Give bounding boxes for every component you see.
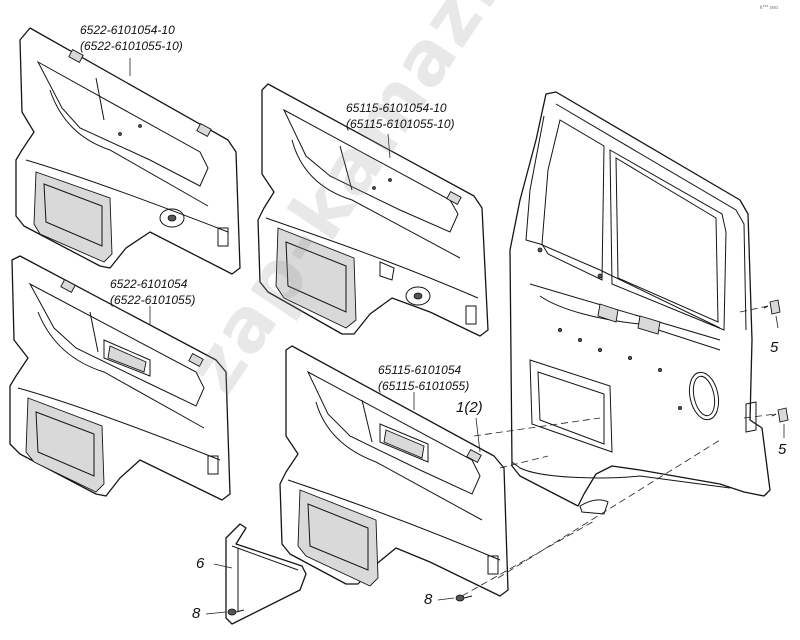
callout-1-2: 1(2) [456, 399, 483, 416]
label-bottom-middle-code-2: (65115-6101055) [378, 379, 470, 393]
leader-1-2 [475, 417, 481, 453]
assembly-line-2 [499, 455, 549, 469]
assembly-line-5 [739, 305, 769, 313]
label-bottom-left-code-1: 6522-6101054 [110, 277, 188, 291]
screw-8-right [455, 594, 473, 602]
label-top-left-code-1: 6522-6101054-10 [80, 23, 175, 37]
corner-mark: k*** ooo [760, 5, 779, 11]
label-top-middle-code-2: (65115-6101055-10) [346, 117, 455, 131]
leader-top-middle [387, 133, 391, 159]
label-top-middle-code-1: 65115-6101054-10 [346, 101, 447, 115]
label-top-left-code-2: (6522-6101055-10) [80, 39, 183, 53]
leader-6 [213, 563, 233, 569]
leader-8-right [437, 597, 455, 601]
callout-6: 6 [196, 555, 205, 572]
screw-8-left [227, 608, 245, 616]
door-trim-panel-bottom-left [9, 255, 231, 501]
door-trim-panel-top-middle [257, 83, 489, 337]
door-trim-panel-bottom-middle [279, 345, 509, 597]
door-frame [509, 91, 771, 515]
leader-8-left [205, 611, 227, 615]
door-trim-panel-top-left [15, 27, 241, 275]
callout-5-lower: 5 [778, 441, 787, 458]
callout-8-left: 8 [192, 605, 201, 622]
clip-5-lower [771, 407, 789, 423]
clip-5-upper [763, 299, 781, 315]
part-6-pocket [225, 523, 307, 625]
assembly-line-6 [743, 413, 777, 419]
label-bottom-left-code-2: (6522-6101055) [110, 293, 196, 307]
label-bottom-middle-code-1: 65115-6101054 [378, 363, 462, 377]
leader-5-upper [775, 315, 779, 329]
callout-5-upper: 5 [770, 339, 779, 356]
callout-8-right: 8 [424, 591, 433, 608]
assembly-line-4 [461, 519, 597, 597]
